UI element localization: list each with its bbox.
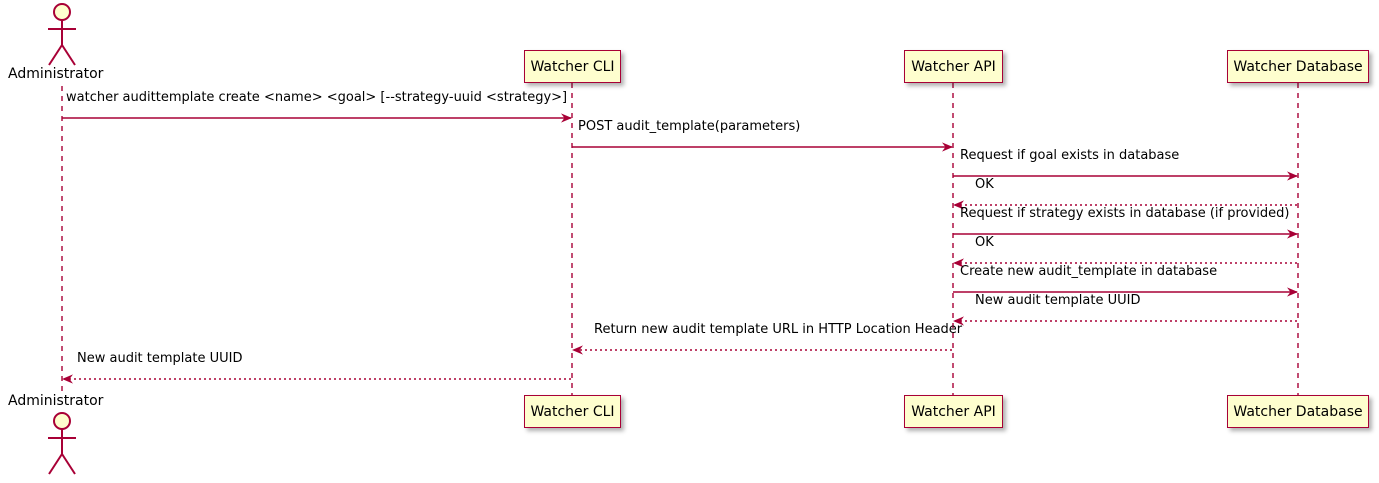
actor-figure-administrator-bottom bbox=[48, 412, 76, 475]
message-label-4: Request if strategy exists in database (… bbox=[960, 206, 1290, 221]
actor-leg-right-icon bbox=[61, 453, 76, 475]
actor-head-icon bbox=[53, 412, 71, 430]
actor-leg-right-icon bbox=[61, 44, 76, 66]
actor-figure-administrator-top bbox=[48, 3, 76, 66]
message-arrowhead-1 bbox=[942, 142, 953, 152]
message-label-8: Return new audit template URL in HTTP Lo… bbox=[594, 322, 963, 337]
message-arrowhead-3 bbox=[953, 200, 964, 210]
actor-head-icon bbox=[53, 3, 71, 21]
participant-label-administrator-top: Administrator bbox=[8, 66, 104, 82]
participant-box-watcher-db-top[interactable]: Watcher Database bbox=[1227, 50, 1369, 83]
lifelines-group bbox=[61, 83, 1299, 395]
message-arrowhead-5 bbox=[953, 258, 964, 268]
message-label-0: watcher audittemplate create <name> <goa… bbox=[66, 90, 568, 105]
participant-box-watcher-cli-bottom[interactable]: Watcher CLI bbox=[524, 395, 621, 428]
actor-leg-left-icon bbox=[48, 453, 63, 475]
participant-name: Watcher CLI bbox=[530, 403, 615, 420]
message-label-6: Create new audit_template in database bbox=[960, 264, 1218, 279]
message-arrowhead-2 bbox=[1287, 171, 1298, 181]
message-label-1: POST audit_template(parameters) bbox=[578, 119, 801, 134]
message-label-5: OK bbox=[975, 235, 994, 250]
message-arrows-group bbox=[62, 113, 1298, 384]
participant-name: Watcher API bbox=[911, 403, 996, 420]
message-label-2: Request if goal exists in database bbox=[960, 148, 1180, 163]
participant-box-watcher-db-bottom[interactable]: Watcher Database bbox=[1227, 395, 1369, 428]
participant-name: Watcher Database bbox=[1233, 403, 1363, 420]
message-arrowhead-7 bbox=[953, 316, 964, 326]
participant-box-watcher-cli-top[interactable]: Watcher CLI bbox=[524, 50, 621, 83]
message-arrowhead-4 bbox=[1287, 229, 1298, 239]
participant-name: Watcher Database bbox=[1233, 58, 1363, 75]
message-label-3: OK bbox=[975, 177, 994, 192]
participant-box-watcher-api-top[interactable]: Watcher API bbox=[904, 50, 1003, 83]
participant-label-administrator-bottom: Administrator bbox=[8, 393, 104, 409]
actor-figures-group bbox=[48, 3, 76, 475]
participant-box-watcher-api-bottom[interactable]: Watcher API bbox=[904, 395, 1003, 428]
message-arrowhead-6 bbox=[1287, 287, 1298, 297]
actor-leg-left-icon bbox=[48, 44, 63, 66]
message-label-9: New audit template UUID bbox=[77, 351, 243, 366]
message-arrowhead-8 bbox=[572, 345, 583, 355]
message-label-7: New audit template UUID bbox=[975, 293, 1141, 308]
participant-name: Watcher CLI bbox=[530, 58, 615, 75]
message-arrowhead-0 bbox=[561, 113, 572, 123]
participant-name: Watcher API bbox=[911, 58, 996, 75]
message-arrowhead-9 bbox=[62, 374, 73, 384]
